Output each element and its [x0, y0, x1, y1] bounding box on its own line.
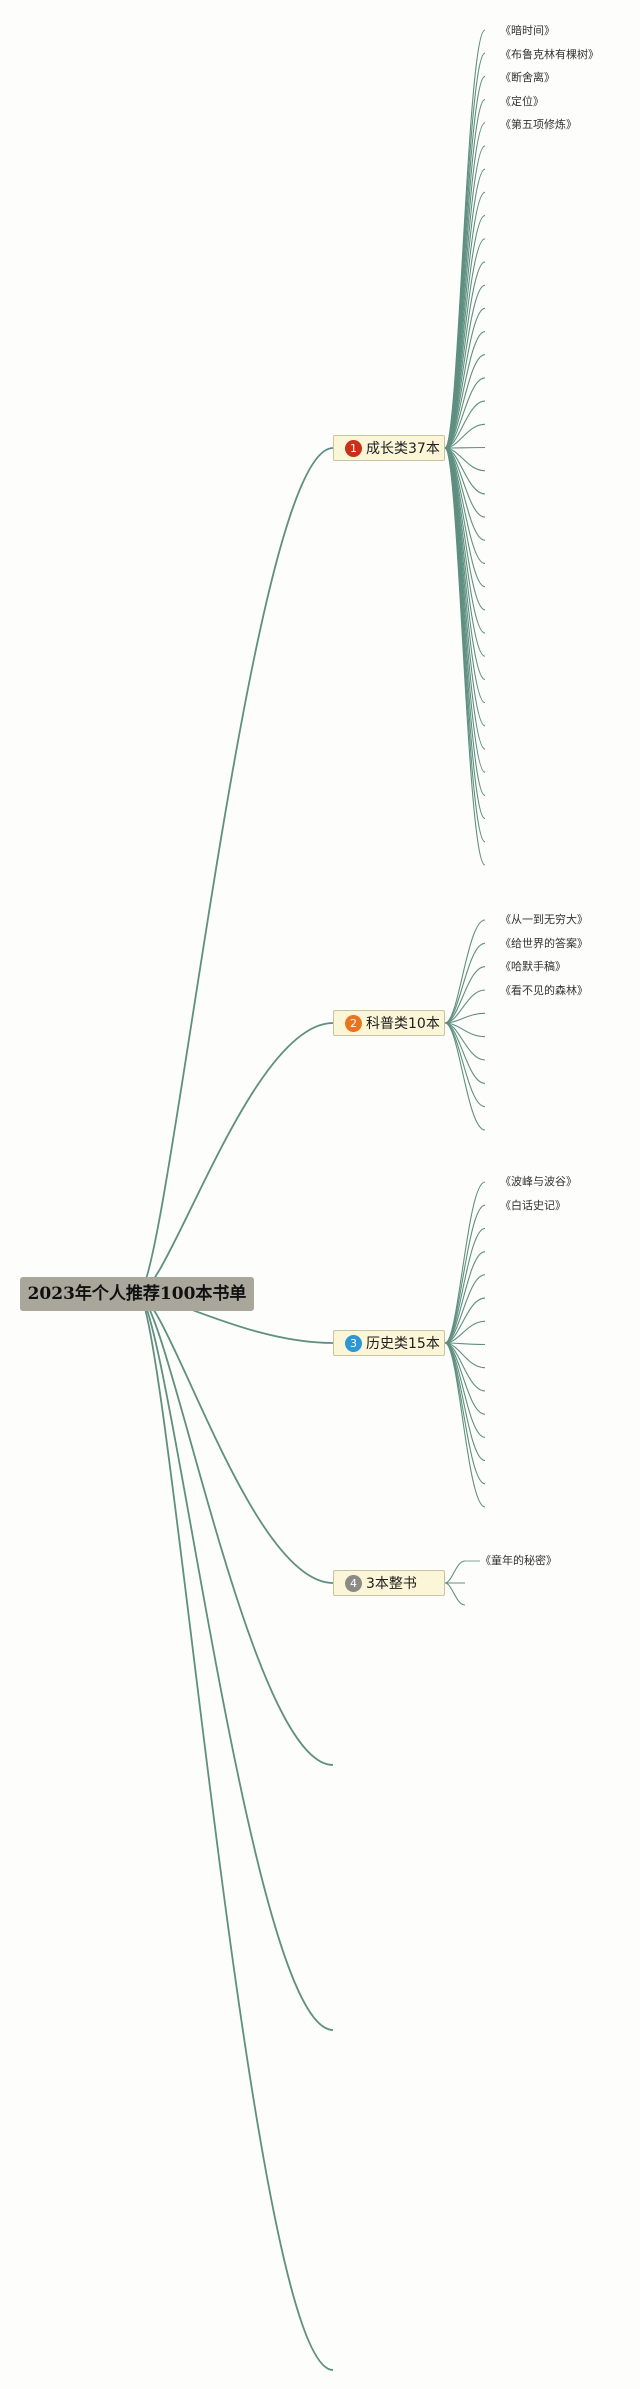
connector-science-leaf — [444, 1022, 486, 1084]
book-leaf[interactable]: 《暗时间》 — [500, 24, 555, 37]
connector-growth-leaf — [444, 354, 486, 449]
connector-root-branch — [137, 1293, 334, 1584]
branch-label: 成长类37本 — [366, 441, 440, 457]
connector-history-leaf — [444, 1274, 486, 1344]
branch-growth[interactable]: 1 成长类37本 — [333, 435, 445, 461]
connector-history-leaf — [444, 1342, 486, 1485]
connector-science-leaf — [444, 1022, 486, 1131]
connector-root-empty-branch — [137, 1293, 334, 2371]
branch-label: 3本整书 — [366, 1576, 417, 1592]
connector-history-leaf — [444, 1342, 486, 1462]
connector-growth-leaf — [444, 447, 486, 866]
connector-root-empty-branch — [137, 1293, 334, 1766]
connector-science-leaf — [444, 919, 486, 1024]
connector-root-branch — [137, 1022, 334, 1295]
connector-history-leaf — [444, 1251, 486, 1344]
connector-growth-leaf — [444, 377, 486, 449]
connector-science-leaf — [444, 989, 486, 1024]
connector-science-leaf — [444, 1022, 486, 1108]
book-leaf[interactable]: 《波峰与波谷》 — [500, 1175, 577, 1188]
book-leaf[interactable]: 《哈默手稿》 — [500, 960, 566, 973]
connector-history-leaf — [444, 1342, 486, 1508]
book-leaf[interactable]: 《布鲁克林有棵树》 — [500, 48, 599, 61]
book-leaf[interactable]: 《童年的秘密》 — [480, 1554, 557, 1567]
connector-history-leaf — [444, 1320, 486, 1344]
book-leaf[interactable]: 《定位》 — [500, 95, 544, 108]
connector-root-branch — [137, 447, 334, 1295]
connector-history-leaf — [444, 1227, 486, 1344]
connector-history-leaf — [444, 1204, 486, 1344]
root-topic[interactable]: 2023年个人推荐100本书单 — [20, 1277, 254, 1311]
branch-popular-science[interactable]: 2 科普类10本 — [333, 1010, 445, 1036]
book-leaf[interactable]: 《第五项修炼》 — [500, 118, 577, 131]
connector-root-empty-branch — [137, 1293, 334, 2031]
connector-whole-leaf — [444, 1582, 466, 1606]
connector-growth-leaf — [444, 446, 486, 449]
connector-growth-leaf — [444, 307, 486, 449]
book-leaf[interactable]: 《断舍离》 — [500, 71, 555, 84]
book-leaf[interactable]: 《看不见的森林》 — [500, 984, 588, 997]
number-badge-2: 2 — [345, 1014, 362, 1032]
number-badge-4: 4 — [345, 1574, 362, 1592]
number-badge-1: 1 — [345, 439, 362, 457]
branch-whole-books[interactable]: 4 3本整书 — [333, 1570, 445, 1596]
connector-science-leaf — [444, 966, 486, 1024]
book-leaf[interactable]: 《从一到无穷大》 — [500, 913, 588, 926]
book-leaf[interactable]: 《给世界的答案》 — [500, 937, 588, 950]
connector-science-leaf — [444, 942, 486, 1024]
connector-growth-leaf — [444, 330, 486, 449]
connector-whole-leaf — [444, 1560, 466, 1584]
branch-label: 历史类15本 — [366, 1336, 440, 1352]
book-leaf[interactable]: 《白话史记》 — [500, 1199, 566, 1212]
branch-label: 科普类10本 — [366, 1016, 440, 1032]
connector-growth-leaf — [444, 423, 486, 449]
connector-history-leaf — [444, 1297, 486, 1344]
branch-history[interactable]: 3 历史类15本 — [333, 1330, 445, 1356]
number-badge-3: 3 — [345, 1334, 362, 1352]
connector-science-leaf — [444, 1012, 486, 1024]
connector-growth-leaf — [444, 400, 486, 449]
